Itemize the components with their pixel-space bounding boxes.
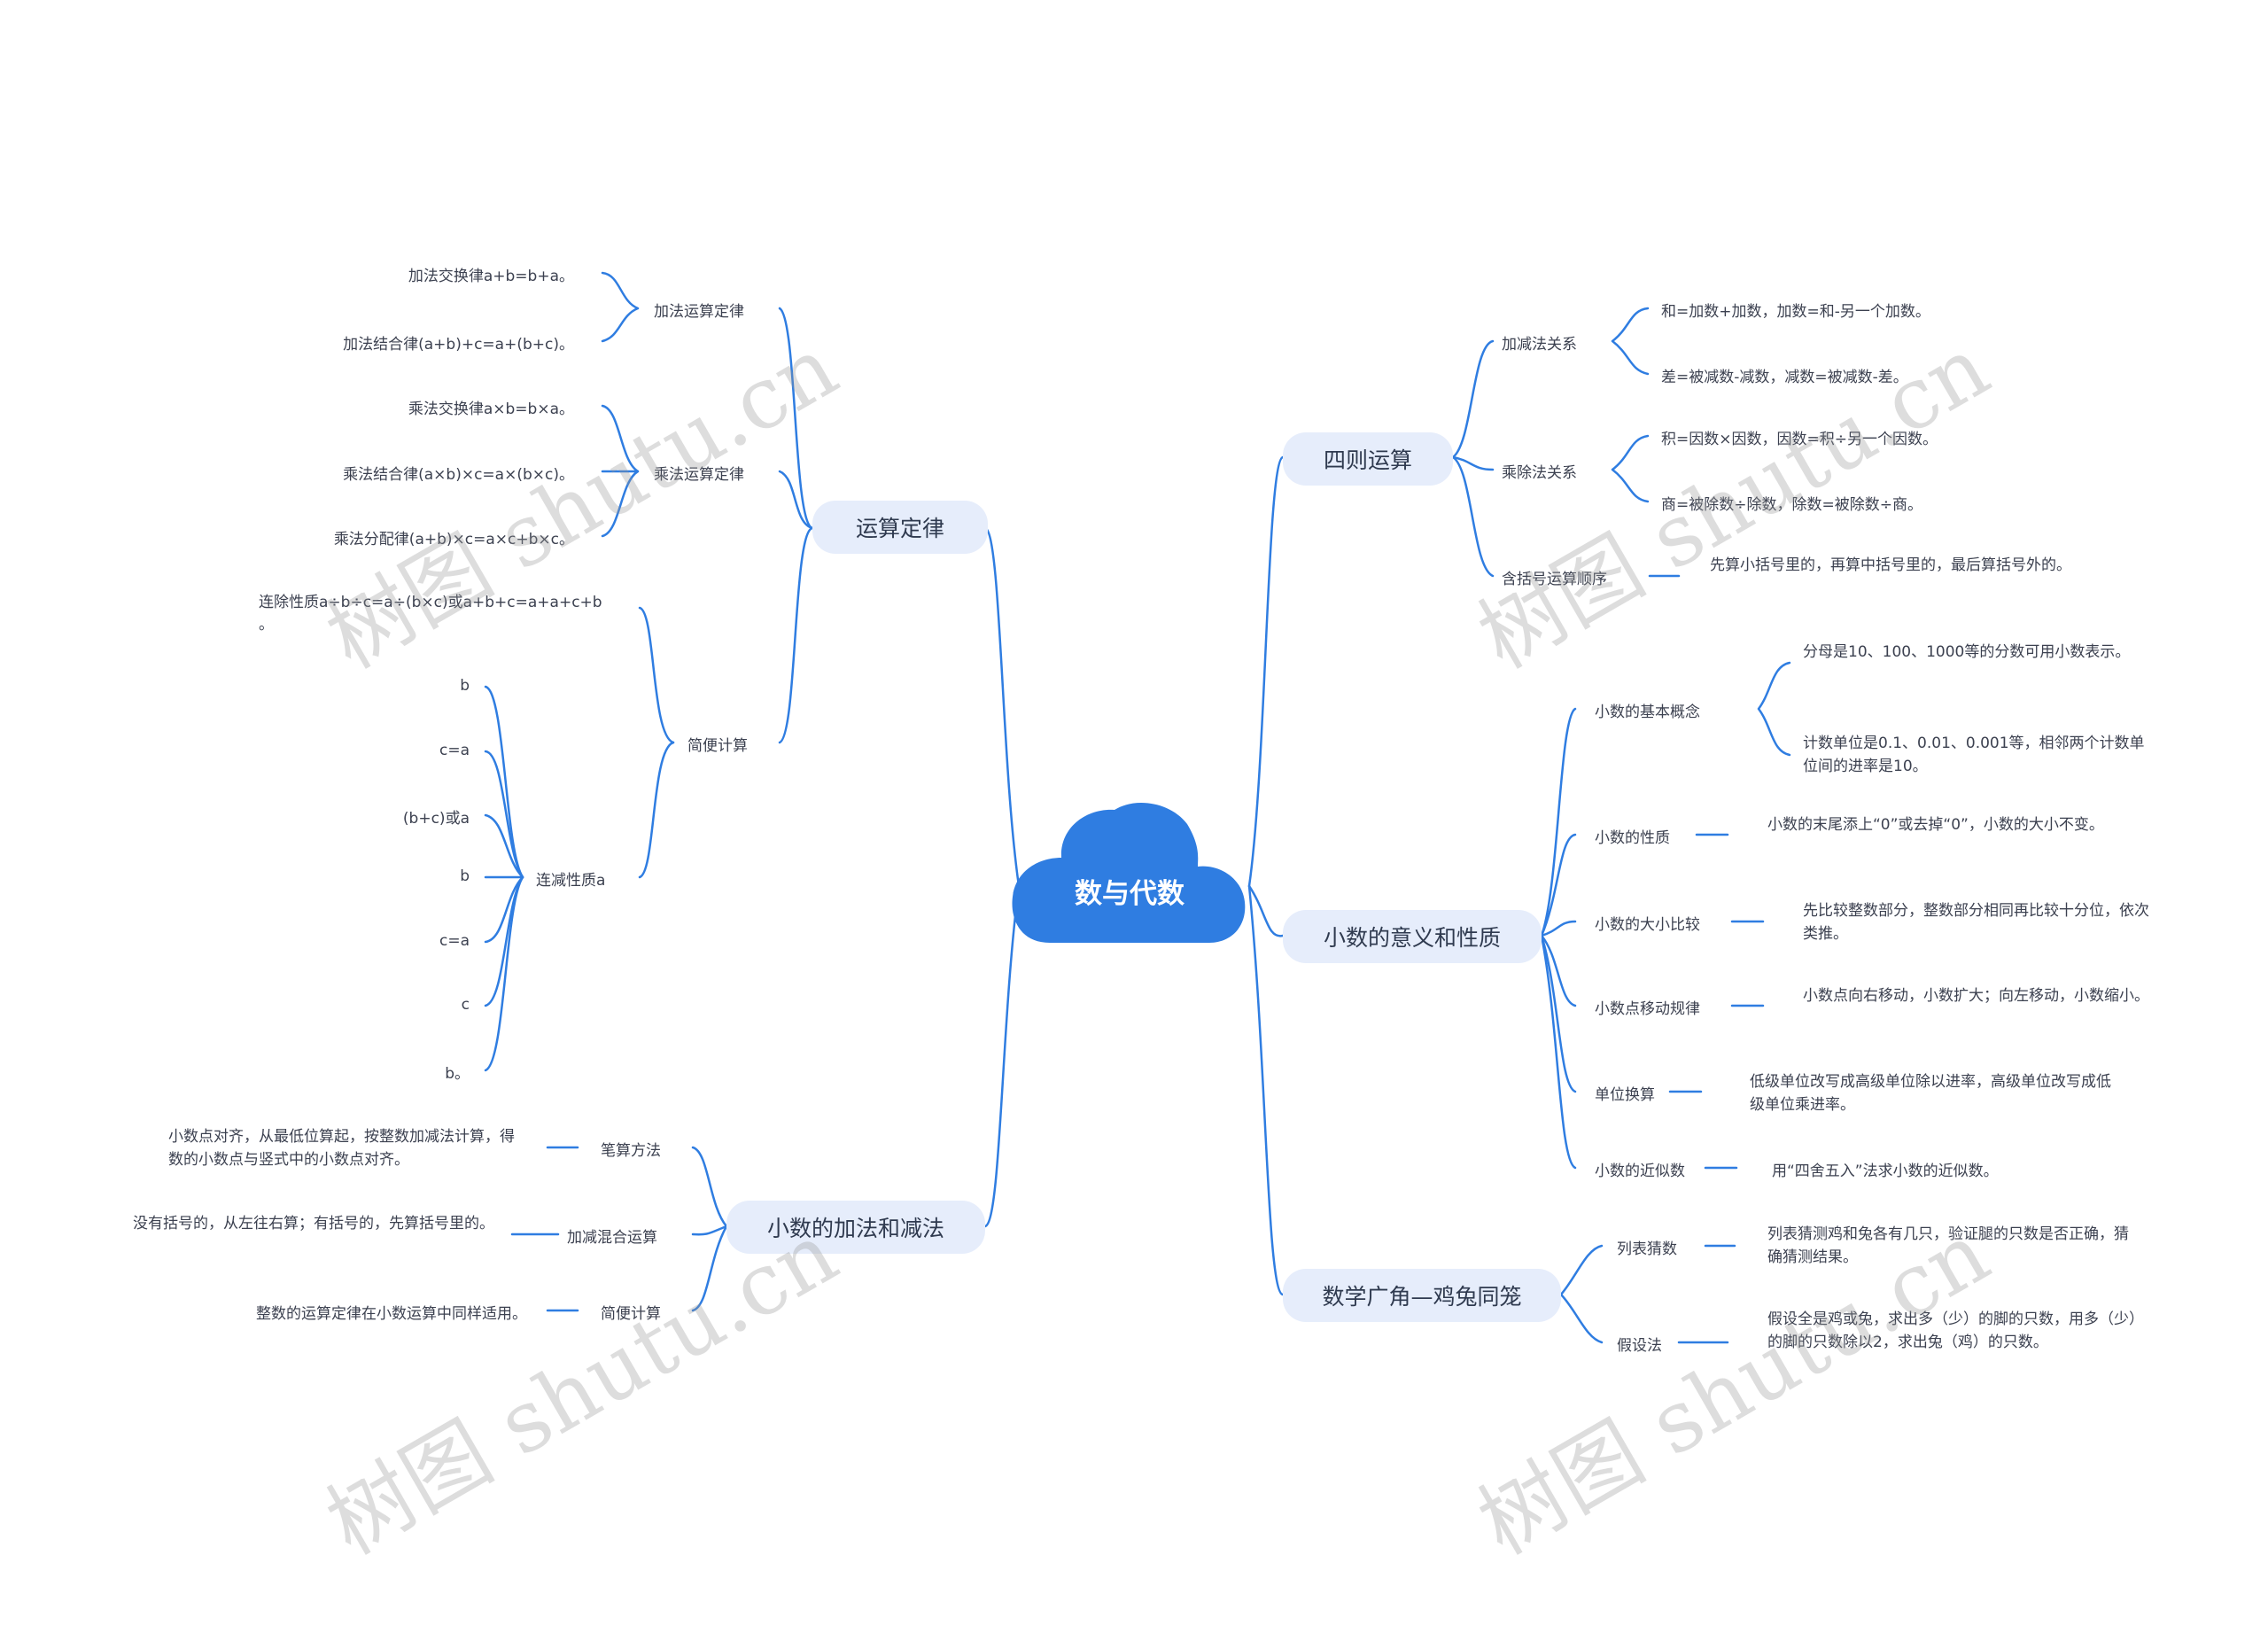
node-yidong[interactable]: 小数点移动规律	[1595, 1000, 1700, 1018]
node-jiashe[interactable]: 假设法	[1617, 1337, 1662, 1355]
node-jianbian-2[interactable]: 简便计算	[601, 1305, 661, 1323]
node-jiben-gainian[interactable]: 小数的基本概念	[1595, 704, 1700, 721]
node-add-law[interactable]: 加法运算定律	[654, 303, 744, 321]
node-mul-law[interactable]: 乘法运算定律	[654, 466, 744, 484]
leaf-chengchu-1: 积=因数×因数，因数=积÷另一个因数。	[1661, 431, 1938, 448]
leaf-mul-associative: 乘法结合律(a×b)×c=a×(b×c)。	[343, 466, 574, 484]
leaf-mul-distributive: 乘法分配律(a+b)×c=a×c+b×c。	[333, 531, 574, 548]
node-lianjian[interactable]: 连减性质a	[536, 872, 606, 890]
node-xingzhi[interactable]: 小数的性质	[1595, 829, 1670, 847]
leaf-jiajian-2: 差=被减数-减数，减数=被减数-差。	[1661, 369, 1908, 386]
topic-yunsuan-dinglv[interactable]: 运算定律	[812, 501, 988, 554]
root-cloud-shape	[1012, 803, 1246, 943]
node-bijiao[interactable]: 小数的大小比较	[1595, 916, 1700, 934]
leaf-lianjian-1: b	[460, 677, 470, 695]
node-hunhe[interactable]: 加减混合运算	[567, 1229, 657, 1247]
leaf-jiajian-1: 和=加数+加数，加数=和-另一个加数。	[1661, 303, 1930, 321]
leaf-xingzhi: 小数的末尾添上“0”或去掉“0”，小数的大小不变。	[1767, 816, 2104, 834]
node-bisuan[interactable]: 笔算方法	[601, 1142, 661, 1160]
node-kuohao-shunxu[interactable]: 含括号运算顺序	[1502, 571, 1607, 588]
node-liebiao[interactable]: 列表猜数	[1617, 1240, 1677, 1258]
leaf-kuohao: 先算小括号里的，再算中括号里的，最后算括号外的。	[1710, 556, 2071, 574]
leaf-bijiao: 先比较整数部分，整数部分相同再比较十分位，依次类推。	[1803, 902, 2149, 943]
leaf-jiben-2: 计数单位是0.1、0.01、0.001等，相邻两个计数单位间的进率是10。	[1803, 735, 2145, 775]
leaf-lianjian-6: c	[461, 996, 470, 1014]
topic-xiaoshu-jiajian[interactable]: 小数的加法和减法	[726, 1201, 985, 1254]
leaf-lianjian-7: b。	[445, 1065, 470, 1083]
root-topic[interactable]: 数与代数	[1075, 878, 1184, 910]
topic-sizeyunsuan[interactable]: 四则运算	[1283, 432, 1453, 486]
leaf-add-commutative: 加法交换律a+b=b+a。	[408, 268, 574, 285]
leaf-add-associative: 加法结合律(a+b)+c=a+(b+c)。	[343, 336, 574, 354]
leaf-yidong: 小数点向右移动，小数扩大；向左移动，小数缩小。	[1803, 987, 2149, 1005]
leaf-jiashe: 假设全是鸡或兔，求出多（少）的脚的只数，用多（少）的脚的只数除以2，求出兔（鸡）…	[1767, 1310, 2137, 1351]
node-jinsi[interactable]: 小数的近似数	[1595, 1163, 1685, 1180]
leaf-lianjian-2: c=a	[439, 742, 470, 759]
topic-jitu-tonglong[interactable]: 数学广角—鸡兔同笼	[1283, 1269, 1561, 1322]
leaf-bisuan: 小数点对齐，从最低位算起，按整数加减法计算，得数的小数点与竖式中的小数点对齐。	[168, 1128, 515, 1169]
node-jiajian-guanxi[interactable]: 加减法关系	[1502, 336, 1577, 354]
node-jianbian[interactable]: 简便计算	[687, 737, 748, 755]
node-chengchu-guanxi[interactable]: 乘除法关系	[1502, 464, 1577, 482]
topic-xiaoshu-yiyi[interactable]: 小数的意义和性质	[1283, 910, 1542, 963]
leaf-liebiao: 列表猜测鸡和兔各有几只，验证腿的只数是否正确，猜确猜测结果。	[1767, 1225, 2129, 1266]
leaf-jinsi: 用“四舍五入”法求小数的近似数。	[1772, 1163, 1999, 1180]
leaf-huansuan: 低级单位改写成高级单位除以进率，高级单位改写成低级单位乘进率。	[1750, 1073, 2111, 1114]
leaf-hunhe: 没有括号的，从左往右算；有括号的，先算括号里的。	[133, 1215, 494, 1233]
leaf-lianjian-4: b	[460, 867, 470, 885]
leaf-jiben-1: 分母是10、100、1000等的分数可用小数表示。	[1803, 643, 2131, 661]
leaf-mul-commutative: 乘法交换律a×b=b×a。	[408, 400, 574, 418]
leaf-chengchu-2: 商=被除数÷除数，除数=被除数÷商。	[1661, 496, 1922, 514]
leaf-lianjian-5: c=a	[439, 932, 470, 950]
leaf-lianjian-3: (b+c)或a	[402, 810, 470, 828]
node-huansuan[interactable]: 单位换算	[1595, 1086, 1655, 1104]
leaf-lianchu: 连除性质a÷b÷c=a÷(b×c)或a+b+c=a+a+c+b	[259, 594, 602, 611]
leaf-lianchu-tail: 。	[259, 616, 274, 634]
leaf-jianbian-2: 整数的运算定律在小数运算中同样适用。	[256, 1305, 527, 1323]
